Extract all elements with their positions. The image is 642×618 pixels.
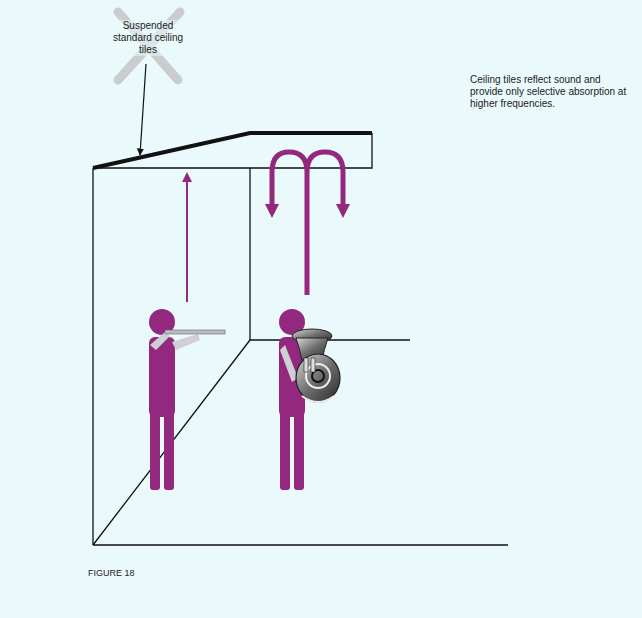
- callout-label: Suspended standard ceiling tiles: [112, 20, 184, 56]
- leader-arrow: [140, 64, 146, 155]
- reflection-arrow: [272, 152, 343, 295]
- reflection-arrowhead: [265, 204, 279, 218]
- note-text: Ceiling tiles reflect sound and provide …: [470, 74, 635, 110]
- figure-caption: FIGURE 18: [88, 568, 228, 579]
- tuba-player: [279, 309, 340, 490]
- sound-arrow: [186, 180, 188, 302]
- sound-arrowhead: [182, 172, 192, 182]
- flute-player: [149, 309, 225, 490]
- reflection-arrowhead: [336, 204, 350, 218]
- room-outline: [93, 133, 508, 545]
